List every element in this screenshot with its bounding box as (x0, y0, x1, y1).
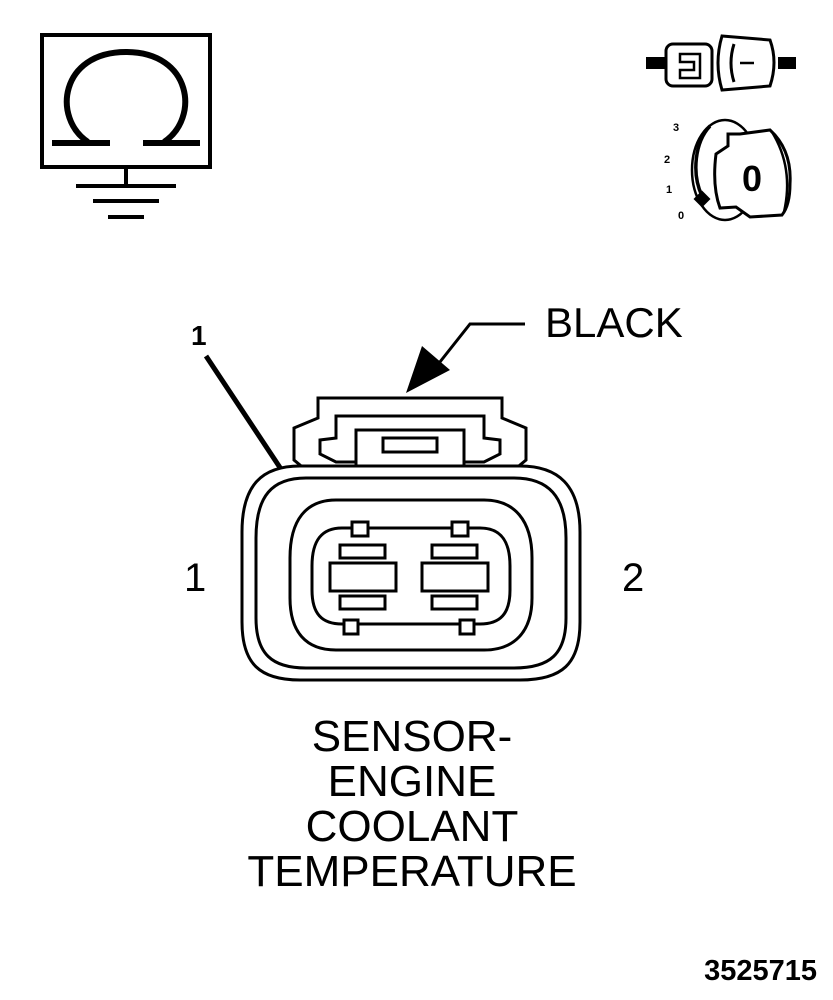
connector-color-label: BLACK (545, 299, 683, 346)
connector-body (240, 396, 582, 682)
disconnected-connector-icon (646, 34, 796, 92)
title-line: TEMPERATURE (247, 847, 577, 896)
terminal-cavity-1 (328, 520, 398, 636)
component-title: SENSOR- ENGINE COOLANT TEMPERATURE (212, 714, 612, 894)
key-position-3: 3 (673, 122, 680, 134)
key-position-1: 1 (666, 184, 673, 196)
key-position-2: 2 (664, 154, 671, 166)
title-line: SENSOR- (311, 712, 513, 761)
pin-label-2: 2 (622, 556, 645, 600)
terminal-cavity-2 (420, 520, 490, 636)
key-label: 0 (742, 158, 763, 199)
key-position-0: 0 (678, 210, 685, 222)
ignition-key-icon (690, 118, 792, 222)
title-line: COOLANT (305, 802, 519, 851)
title-line: ENGINE (327, 757, 497, 806)
pin-label-1: 1 (184, 556, 207, 600)
pin-callout-label: 1 (191, 320, 207, 351)
ohmmeter-ground-icon (40, 33, 212, 219)
figure-number: 3525715 (704, 955, 817, 987)
color-leader-arrow (406, 322, 525, 393)
